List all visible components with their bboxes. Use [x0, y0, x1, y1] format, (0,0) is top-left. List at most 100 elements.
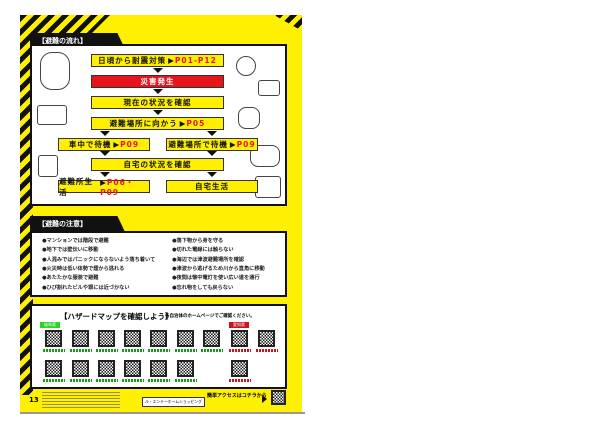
down-arrow-icon	[207, 151, 217, 156]
qr-label	[96, 349, 118, 352]
qr-label	[43, 379, 65, 382]
qr-label	[122, 379, 144, 382]
caution-item: ●忘れ物をしても戻らない	[172, 284, 234, 291]
water-bottles-illustration	[38, 155, 58, 177]
caution-item: ●あたたかな服装で避難	[42, 275, 99, 282]
hazard-map-qr-code[interactable]	[72, 330, 89, 347]
flow-step: 日頃から耐震対策▶P01-P12	[91, 54, 224, 67]
house-illustration	[255, 176, 281, 198]
qr-label	[175, 349, 197, 352]
qr-label	[201, 349, 223, 352]
footer-notes	[42, 392, 120, 408]
page-edge	[20, 412, 305, 414]
page-ref-label: P09	[236, 140, 256, 149]
flow-step-label: 自宅の状況を確認	[123, 160, 192, 169]
backpack-illustration	[238, 107, 260, 129]
hazard-map-qr-code[interactable]	[231, 330, 248, 347]
qr-label	[122, 349, 144, 352]
down-arrow-icon	[153, 110, 163, 115]
caution-item: ●マンションでは階段で避難	[42, 238, 109, 244]
page-ref: ▶P05	[179, 119, 206, 128]
caution-tab: 【避難の注意】	[30, 216, 125, 232]
hazard-map-qr-code[interactable]	[258, 330, 275, 347]
down-arrow-icon	[100, 172, 110, 177]
flow-step: 自宅生活	[166, 180, 258, 193]
page-ref-label: P05	[186, 119, 206, 128]
qr-label	[256, 349, 278, 352]
down-arrow-icon	[100, 151, 110, 156]
caution-item: ●地下では壁伝いに移動	[42, 247, 99, 254]
qr-label	[70, 349, 92, 352]
flow-step-label: 自宅生活	[195, 182, 229, 191]
green-region-tag: 岐阜県	[40, 322, 60, 328]
down-arrow-icon	[153, 68, 163, 73]
page-ref-label: P06・P09	[100, 177, 135, 197]
down-arrow-icon	[207, 172, 217, 177]
hazard-map-qr-code[interactable]	[45, 360, 62, 377]
hazard-stripes-top	[20, 15, 110, 33]
hazard-map-qr-code[interactable]	[150, 360, 167, 377]
shop-search-box[interactable]: ル・エンテーホームショッピング	[142, 397, 205, 407]
flow-step-label: 避難所生活	[59, 176, 93, 197]
qr-label	[70, 379, 92, 382]
caution-item: ●ひび割れたビルや塀には近づかない	[42, 284, 130, 291]
hazard-map-qr-code[interactable]	[177, 330, 194, 347]
access-label: 簡単アクセスはコチラから	[207, 393, 267, 399]
hazard-map-qr-code[interactable]	[124, 330, 141, 347]
flow-step: 現在の状況を確認	[91, 96, 224, 109]
page-ref: ▶P01-P12	[168, 56, 217, 65]
caution-item: ●人混みではパニックにならないよう落ち着いて	[42, 256, 156, 263]
hazard-map-qr-code[interactable]	[231, 360, 248, 377]
running-person-illustration	[40, 52, 70, 90]
radio-illustration	[258, 80, 280, 96]
flow-step-label: 避難場所で待機	[168, 140, 228, 149]
caution-item: ●夜間は懐中電灯を使い広い道を通行	[172, 275, 260, 282]
hazard-map-qr-code[interactable]	[177, 360, 194, 377]
qr-label	[229, 379, 251, 382]
helmet-illustration	[236, 56, 256, 76]
hazard-map-qr-code[interactable]	[98, 330, 115, 347]
hazard-map-qr-code[interactable]	[150, 330, 167, 347]
caution-item: ●火災時は低い体勢で煙から逃れる	[42, 265, 125, 272]
page-ref-label: P01-P12	[174, 56, 217, 65]
down-arrow-icon	[100, 131, 110, 136]
flow-step-label: 避難場所に向かう	[109, 119, 178, 128]
down-arrow-icon	[207, 131, 217, 136]
page-number: 13	[29, 396, 39, 404]
caution-item: ●津波から逃げるため川から直角に移動	[172, 265, 265, 272]
hazard-map-qr-code[interactable]	[203, 330, 220, 347]
red-region-tag: 愛知県	[229, 322, 249, 328]
flow-step: 災害発生	[91, 75, 224, 88]
caution-item: ●海辺では津波避難場所を確認	[172, 256, 244, 263]
hazard-map-qr-code[interactable]	[124, 360, 141, 377]
play-arrow-icon	[262, 395, 267, 403]
hazard-title: 【ハザードマップを確認しよう】	[60, 312, 173, 321]
page-ref: ▶P09	[229, 140, 256, 149]
hazard-map-qr-code[interactable]	[72, 360, 89, 377]
flow-step-label: 災害発生	[140, 77, 175, 86]
qr-label	[148, 349, 170, 352]
qr-label	[96, 379, 118, 382]
qr-label	[175, 379, 197, 382]
flow-step-label: 日頃から耐震対策	[98, 56, 167, 65]
page-ref: ▶P06・P09	[100, 177, 135, 197]
page-ref-label: P09	[120, 140, 140, 149]
down-arrow-icon	[153, 89, 163, 94]
qr-label	[43, 349, 65, 352]
qr-label	[229, 349, 251, 352]
caution-item: ●切れた電線には触らない	[172, 247, 234, 254]
flow-step: 避難場所に向かう▶P05	[91, 117, 224, 130]
hazard-map-qr-code[interactable]	[98, 360, 115, 377]
caution-item: ●落下物から身を守る	[172, 238, 224, 244]
flow-step: 避難場所で待機▶P09	[166, 138, 258, 151]
flow-step: 車中で待機▶P09	[58, 138, 150, 151]
hazard-stripes-left	[20, 15, 33, 395]
hazard-map-qr-code[interactable]	[45, 330, 62, 347]
flow-step-label: 車中で待機	[68, 140, 112, 149]
caution-box	[30, 231, 287, 297]
flow-step: 避難所生活 ▶P06・P09	[58, 177, 150, 197]
access-qr-code[interactable]	[271, 390, 286, 405]
building-illustration	[37, 105, 67, 125]
page-ref: ▶P09	[113, 140, 140, 149]
hazard-subtitle: 各自治体のホームページでご確認ください。	[165, 314, 255, 319]
